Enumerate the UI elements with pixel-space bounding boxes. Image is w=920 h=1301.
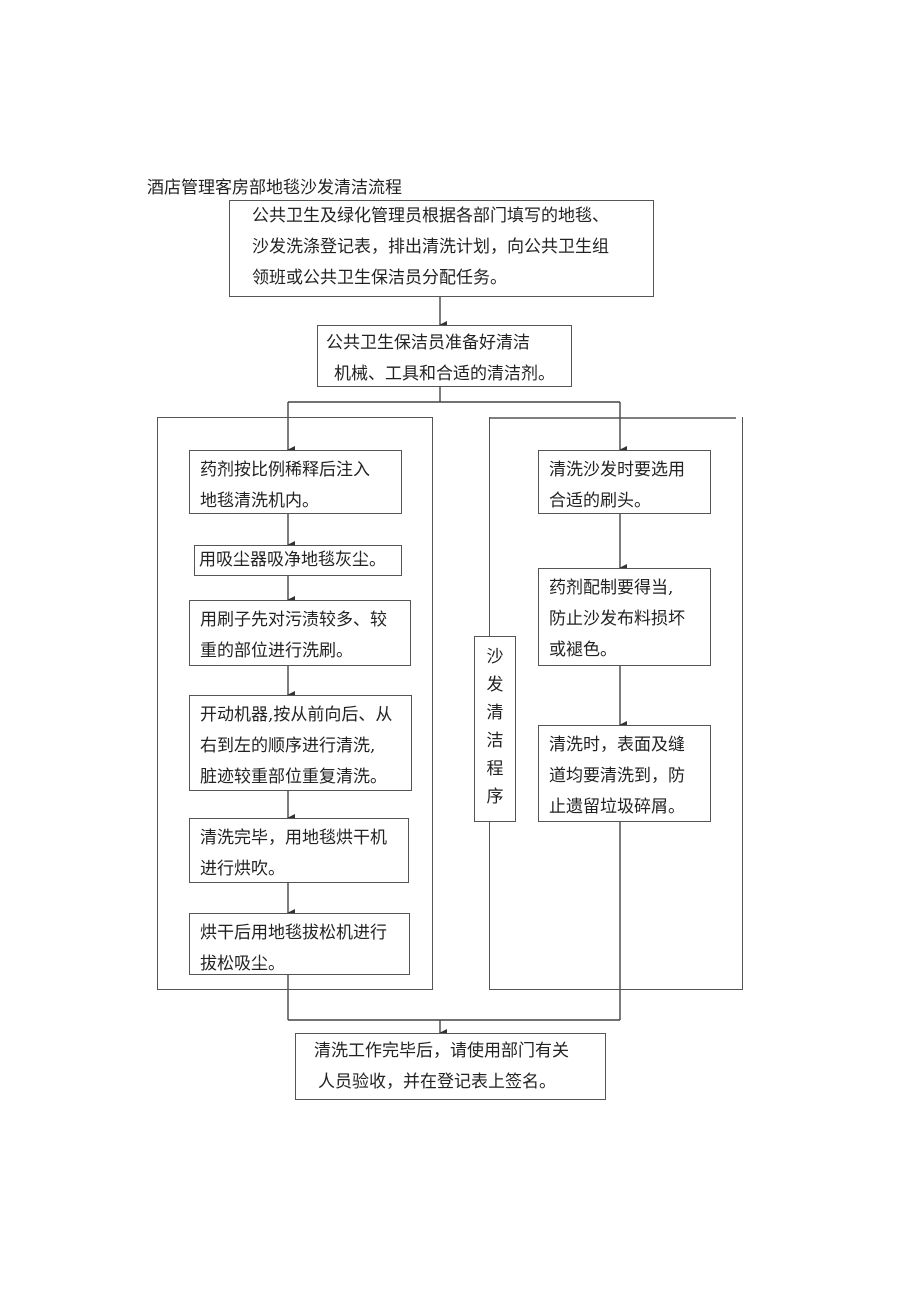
label-char: 程 [486, 759, 504, 779]
text-line: 脏迹较重部位重复清洗。 [200, 767, 387, 787]
text-line: 机械、工具和合适的清洁剂。 [334, 364, 555, 384]
text-line: 拔松吸尘。 [200, 954, 285, 974]
carpet-step-3: 用刷子先对污渍较多、较 重的部位进行洗刷。 [189, 600, 411, 666]
text-line: 开动机器,按从前向后、从 [200, 705, 393, 725]
carpet-step-6: 烘干后用地毯拔松机进行 拔松吸尘。 [189, 913, 410, 975]
label-char: 清 [486, 703, 504, 723]
text-line: 烘干后用地毯拔松机进行 [200, 923, 387, 943]
carpet-process-frame [157, 417, 433, 990]
text-line: 重的部位进行洗刷。 [200, 641, 353, 661]
carpet-step-1: 药剂按比例稀释后注入 地毯清洗机内。 [189, 450, 402, 514]
text-line: 或褪色。 [549, 640, 617, 660]
text-line: 公共卫生保洁员准备好清洁 [326, 333, 530, 353]
carpet-step-2: 用吸尘器吸净地毯灰尘。 [194, 545, 402, 576]
text-line: 清洗完毕，用地毯烘干机 [200, 828, 387, 848]
text-line: 药剂配制要得当, [549, 578, 674, 598]
carpet-step-4: 开动机器,按从前向后、从 右到左的顺序进行清洗, 脏迹较重部位重复清洗。 [189, 695, 412, 791]
label-char: 发 [486, 675, 504, 695]
text-line: 人员验收，并在登记表上签名。 [318, 1072, 556, 1092]
text-line: 公共卫生及绿化管理员根据各部门填写的地毯、 [252, 206, 609, 226]
sofa-step-2: 药剂配制要得当, 防止沙发布料损坏 或褪色。 [538, 568, 711, 666]
diagram-title: 酒店管理客房部地毯沙发清洁流程 [147, 178, 402, 198]
text-line: 清洗时，表面及缝 [549, 735, 685, 755]
top-box: 公共卫生及绿化管理员根据各部门填写的地毯、 沙发洗涤登记表，排出清洗计划，向公共… [229, 200, 654, 297]
label-char: 沙 [486, 647, 504, 667]
text-line: 用吸尘器吸净地毯灰尘。 [199, 550, 386, 570]
sofa-step-1: 清洗沙发时要选用 合适的刷头。 [538, 450, 711, 514]
text-line: 沙发洗涤登记表，排出清洗计划，向公共卫生组 [252, 237, 609, 257]
final-box: 清洗工作完毕后，请使用部门有关 人员验收，并在登记表上签名。 [295, 1033, 606, 1100]
text-line: 右到左的顺序进行清洗, [200, 736, 376, 756]
sofa-process-label: 沙 发 清 洁 程 序 [474, 636, 516, 822]
text-line: 进行烘吹。 [200, 859, 285, 879]
text-line: 合适的刷头。 [549, 491, 651, 511]
text-line: 地毯清洗机内。 [200, 491, 319, 511]
prep-box: 公共卫生保洁员准备好清洁 机械、工具和合适的清洁剂。 [317, 325, 572, 387]
text-line: 防止沙发布料损坏 [549, 609, 685, 629]
label-char: 序 [486, 787, 504, 807]
text-line: 道均要清洗到，防 [549, 766, 685, 786]
text-line: 领班或公共卫生保洁员分配任务。 [252, 268, 507, 288]
text-line: 清洗工作完毕后，请使用部门有关 [314, 1041, 569, 1061]
label-char: 洁 [486, 731, 504, 751]
text-line: 药剂按比例稀释后注入 [200, 460, 370, 480]
text-line: 用刷子先对污渍较多、较 [200, 610, 387, 630]
text-line: 止遗留垃圾碎屑。 [549, 797, 685, 817]
sofa-step-3: 清洗时，表面及缝 道均要清洗到，防 止遗留垃圾碎屑。 [538, 725, 711, 822]
carpet-step-5: 清洗完毕，用地毯烘干机 进行烘吹。 [189, 818, 409, 883]
text-line: 清洗沙发时要选用 [549, 460, 685, 480]
